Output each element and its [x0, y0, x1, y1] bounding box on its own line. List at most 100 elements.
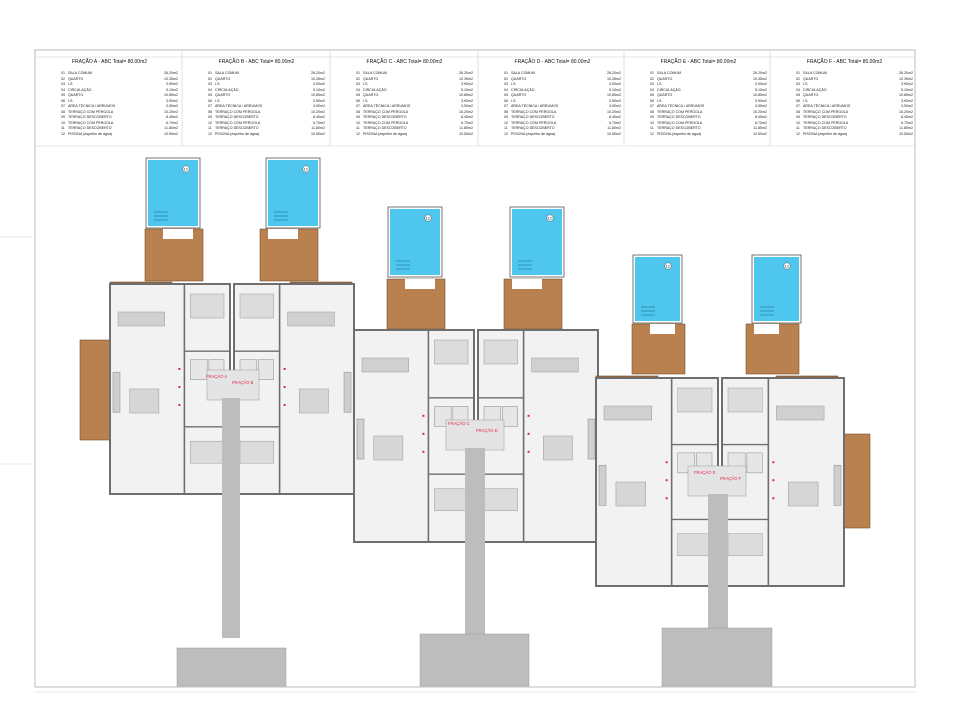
room-area: 10.35m2: [459, 76, 473, 81]
parking-ef: [661, 627, 773, 687]
room-area: 11.80m2: [753, 126, 767, 130]
room-name: I.S.: [803, 98, 809, 103]
room-area: 11.80m2: [899, 126, 913, 130]
room-number: 12: [796, 131, 800, 136]
room-name: I.S.: [511, 82, 517, 86]
room-name: ÁREA TÉCNICA / ARRUMOS: [511, 104, 559, 108]
pool-number: 12: [426, 216, 430, 220]
room-area: 8.45m2: [166, 115, 178, 119]
marker: [772, 479, 775, 482]
dining-table: [373, 435, 404, 461]
room-area: 8.45m2: [313, 115, 325, 119]
room-area: 10.85m2: [311, 93, 325, 97]
room-area: 6.70m2: [755, 120, 767, 125]
room-number: 09: [61, 115, 65, 119]
pool: [268, 160, 318, 226]
room-name: I.S.: [68, 98, 74, 103]
room-area: 10.50m2: [753, 131, 767, 136]
room-number: 06: [796, 98, 800, 103]
room-name: TERRAÇO DESCOBERTO: [68, 126, 112, 130]
room-name: CIRCULAÇÃO: [363, 87, 387, 92]
room-name: CIRCULAÇÃO: [511, 87, 535, 92]
marker: [422, 414, 425, 417]
room-name: TERRAÇO COM PÉRGOLA: [215, 109, 261, 114]
entrance-c-d: [445, 419, 505, 451]
room-area: 10.35m2: [753, 76, 767, 81]
room-number: 02: [208, 76, 212, 81]
room-number: 03: [356, 82, 360, 86]
room-name: QUARTO: [68, 76, 84, 81]
room-area: 3.90m2: [609, 82, 621, 86]
access-path-ab: [222, 398, 240, 638]
room-number: 03: [650, 82, 654, 86]
room-area: 5.10m2: [609, 87, 621, 92]
pool-number-bubble: [182, 165, 190, 173]
room-number: 11: [796, 126, 800, 130]
room-name: QUARTO: [803, 76, 819, 81]
room-area: 3.50m2: [313, 104, 325, 108]
sofa: [287, 311, 335, 327]
room-number: 04: [61, 87, 65, 92]
room-number: 12: [356, 131, 360, 136]
pool: [148, 160, 198, 226]
room-area: 3.90m2: [901, 98, 913, 103]
room-name: TERRAÇO COM PÉRGOLA: [803, 120, 849, 125]
room-area: 5.10m2: [755, 87, 767, 92]
pool: [390, 209, 440, 275]
room-area: 10.85m2: [459, 93, 473, 97]
sofa: [531, 357, 579, 373]
room-number: 08: [61, 109, 65, 114]
room-number: 12: [504, 131, 508, 136]
room-number: 08: [796, 109, 800, 114]
room-name: TERRAÇO COM PÉRGOLA: [363, 109, 409, 114]
room-number: 05: [650, 93, 654, 97]
room-area: 5.10m2: [166, 87, 178, 92]
room-area: 10.50m2: [459, 131, 473, 136]
bathroom: [190, 359, 208, 380]
room-name: QUARTO: [511, 76, 527, 81]
fraction-plan-label: FRAÇÃO C: [448, 421, 470, 426]
bathroom: [502, 406, 518, 427]
room-name: TERRAÇO COM PÉRGOLA: [657, 109, 703, 114]
room-area: 11.80m2: [459, 126, 473, 130]
marker: [283, 386, 286, 388]
room-area: 3.90m2: [609, 98, 621, 103]
sofa: [117, 311, 165, 327]
room-name: ÁREA TÉCNICA / ARRUMOS: [803, 104, 851, 108]
room-name: TERRAÇO COM PÉRGOLA: [215, 120, 261, 125]
room-name: ÁREA TÉCNICA / ARRUMOS: [215, 104, 263, 108]
fraction-plan-label: FRAÇÃO D: [476, 428, 498, 433]
room-number: 06: [208, 98, 212, 103]
room-number: 11: [650, 126, 654, 130]
kitchen-counter: [112, 371, 121, 413]
bed: [677, 533, 713, 557]
room-name: TERRAÇO COM PÉRGOLA: [68, 109, 114, 114]
parking-cd: [419, 633, 530, 687]
room-number: 05: [796, 93, 800, 97]
room-name: TERRAÇO COM PÉRGOLA: [511, 120, 557, 125]
